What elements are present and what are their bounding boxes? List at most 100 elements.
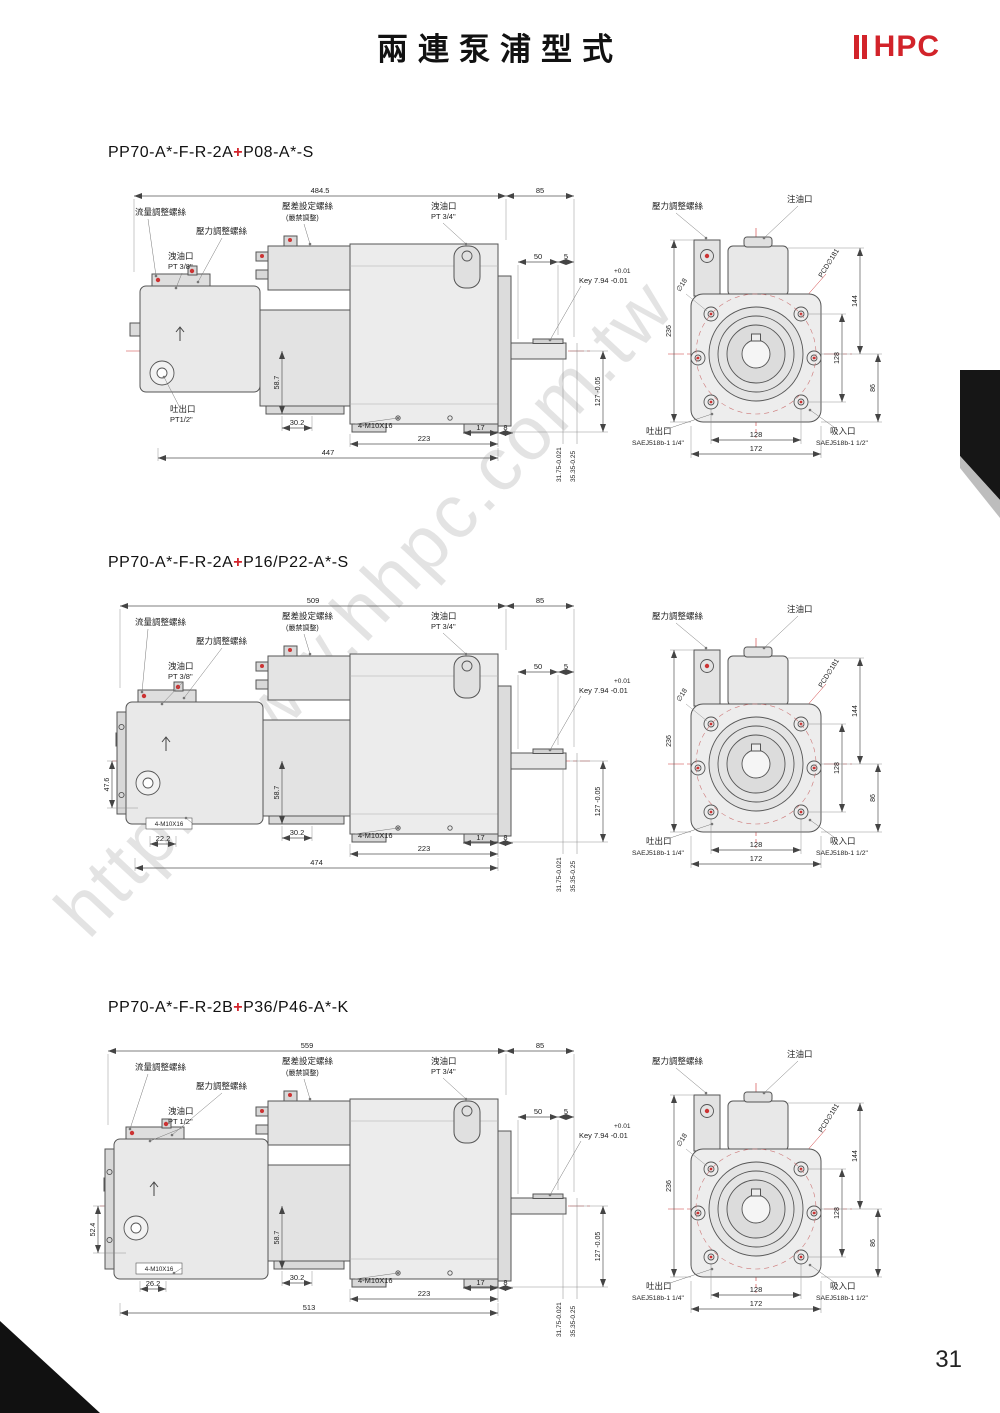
leader-end: [704, 236, 708, 240]
leader-end: [128, 1127, 132, 1131]
callout-sub: PT 3/4": [431, 1067, 456, 1076]
drain-boss: [453, 655, 481, 699]
dim-label: 5: [564, 252, 568, 261]
screw-bracket: [693, 649, 721, 707]
screw-mark: [704, 253, 710, 259]
screw-mark: [696, 766, 700, 770]
bolt-note-box: [145, 817, 193, 830]
dim-label: 127 -0.05: [595, 1232, 602, 1262]
leader-line: [685, 703, 708, 722]
adapter-housing: [267, 1164, 351, 1262]
flange-hole: [106, 1168, 113, 1176]
callout-label: 流量調整螺絲: [135, 207, 187, 217]
bolt-hole-inner: [797, 808, 805, 816]
bolt-hole-inner: [797, 310, 805, 318]
screw-mark: [799, 312, 803, 316]
corner-black-wedge: [960, 370, 1000, 500]
screw-mark: [709, 400, 713, 404]
screw-bracket: [693, 1094, 721, 1152]
leader-line: [442, 222, 467, 245]
flange-hole: [118, 791, 125, 799]
model-base: PP70-A*-F-R-2A: [108, 144, 234, 161]
screw-mark: [799, 400, 803, 404]
leader-line: [663, 823, 713, 841]
dim-label: 172: [750, 1299, 763, 1308]
shaft-key: [532, 1193, 564, 1199]
screw-mark: [812, 356, 816, 360]
adapter-foot: [273, 1260, 345, 1270]
callout-sub: (嚴禁調整): [286, 213, 319, 222]
callout-label: 流量調整螺絲: [135, 617, 187, 627]
callout-sub: PT 1/2": [168, 1117, 193, 1126]
side-port: [129, 322, 141, 337]
leader-end: [762, 1091, 766, 1095]
dim-label: 236: [666, 735, 673, 747]
bolt-hole-inner: [810, 1209, 818, 1217]
callout-sub: PT1/2": [170, 415, 193, 424]
key-label: Key 7.94 -0.01: [579, 686, 628, 695]
leader-line: [763, 1060, 799, 1094]
front-pump-body: [113, 1138, 269, 1280]
dim-label: 52.4: [90, 1223, 97, 1237]
screw-mark: [260, 1109, 264, 1113]
fill-port-housing: [727, 245, 789, 297]
leader-line: [303, 633, 311, 655]
corner-left-shape: [0, 1321, 100, 1413]
page-number: 31: [935, 1346, 962, 1373]
callout-sub: PT 3/8": [168, 262, 193, 271]
bolt-hole-inner: [707, 1253, 715, 1261]
callout-label: 4-M10X16: [358, 1276, 393, 1285]
corner-decoration-right: [960, 370, 1000, 520]
dim-label: 50: [534, 252, 542, 261]
screw-mark: [155, 277, 161, 283]
dim-label: 26.2: [146, 1279, 161, 1288]
shaft-key: [532, 748, 564, 754]
callout-sub: PT 3/4": [431, 212, 456, 221]
leader-line: [685, 293, 708, 312]
leader-end: [808, 818, 812, 822]
drain-plug: [461, 660, 473, 672]
dim-label: 86: [870, 794, 877, 802]
pcd-label: PCD∅181: [818, 248, 841, 279]
dim-label: 85: [536, 596, 544, 605]
leader-line: [197, 237, 223, 283]
callout-label: 壓力調整螺絲: [652, 201, 704, 211]
bolt-hole-inner: [810, 354, 818, 362]
tolerance-label: +0.01: [614, 1123, 631, 1130]
screw-mark: [709, 722, 713, 726]
dim-label: 559: [301, 1041, 314, 1050]
dim-label: 128: [834, 762, 841, 774]
bolt-hole: [703, 1161, 719, 1177]
adapter-housing: [259, 309, 351, 407]
callout-sub: SAEJ518b-1 1/4": [632, 440, 684, 447]
callout-sub: SAEJ518b-1 1/4": [632, 1295, 684, 1302]
valve-screw: [255, 679, 269, 690]
leader-line: [173, 1267, 183, 1274]
fill-cap: [743, 1091, 773, 1103]
leader-end: [196, 280, 200, 284]
screw-bracket: [693, 239, 721, 297]
mount-hole: [395, 415, 401, 421]
front-pump-port-block: [151, 273, 211, 287]
tolerance-label: +0.01: [614, 268, 631, 275]
callout-label: 洩油口: [431, 201, 457, 211]
screw-mark: [163, 1121, 169, 1127]
shaft: [510, 752, 567, 770]
model-plus: +: [233, 999, 244, 1016]
screw-mark: [812, 1211, 816, 1215]
callout-label: 壓差設定螺絲: [282, 201, 334, 211]
leader-line: [129, 1073, 149, 1130]
shaft-end: [741, 339, 771, 369]
leader-end: [174, 286, 178, 290]
dim-label: 35.35-0.25: [570, 861, 577, 892]
screw-mark: [288, 238, 292, 242]
dim-label: 447: [322, 448, 335, 457]
dim-label: 17: [476, 1278, 484, 1287]
dim-label: 513: [303, 1303, 316, 1312]
dim-label: 144: [852, 705, 859, 717]
callout-label: 洩油口: [431, 611, 457, 621]
callout-label: 吸入口: [830, 426, 856, 436]
